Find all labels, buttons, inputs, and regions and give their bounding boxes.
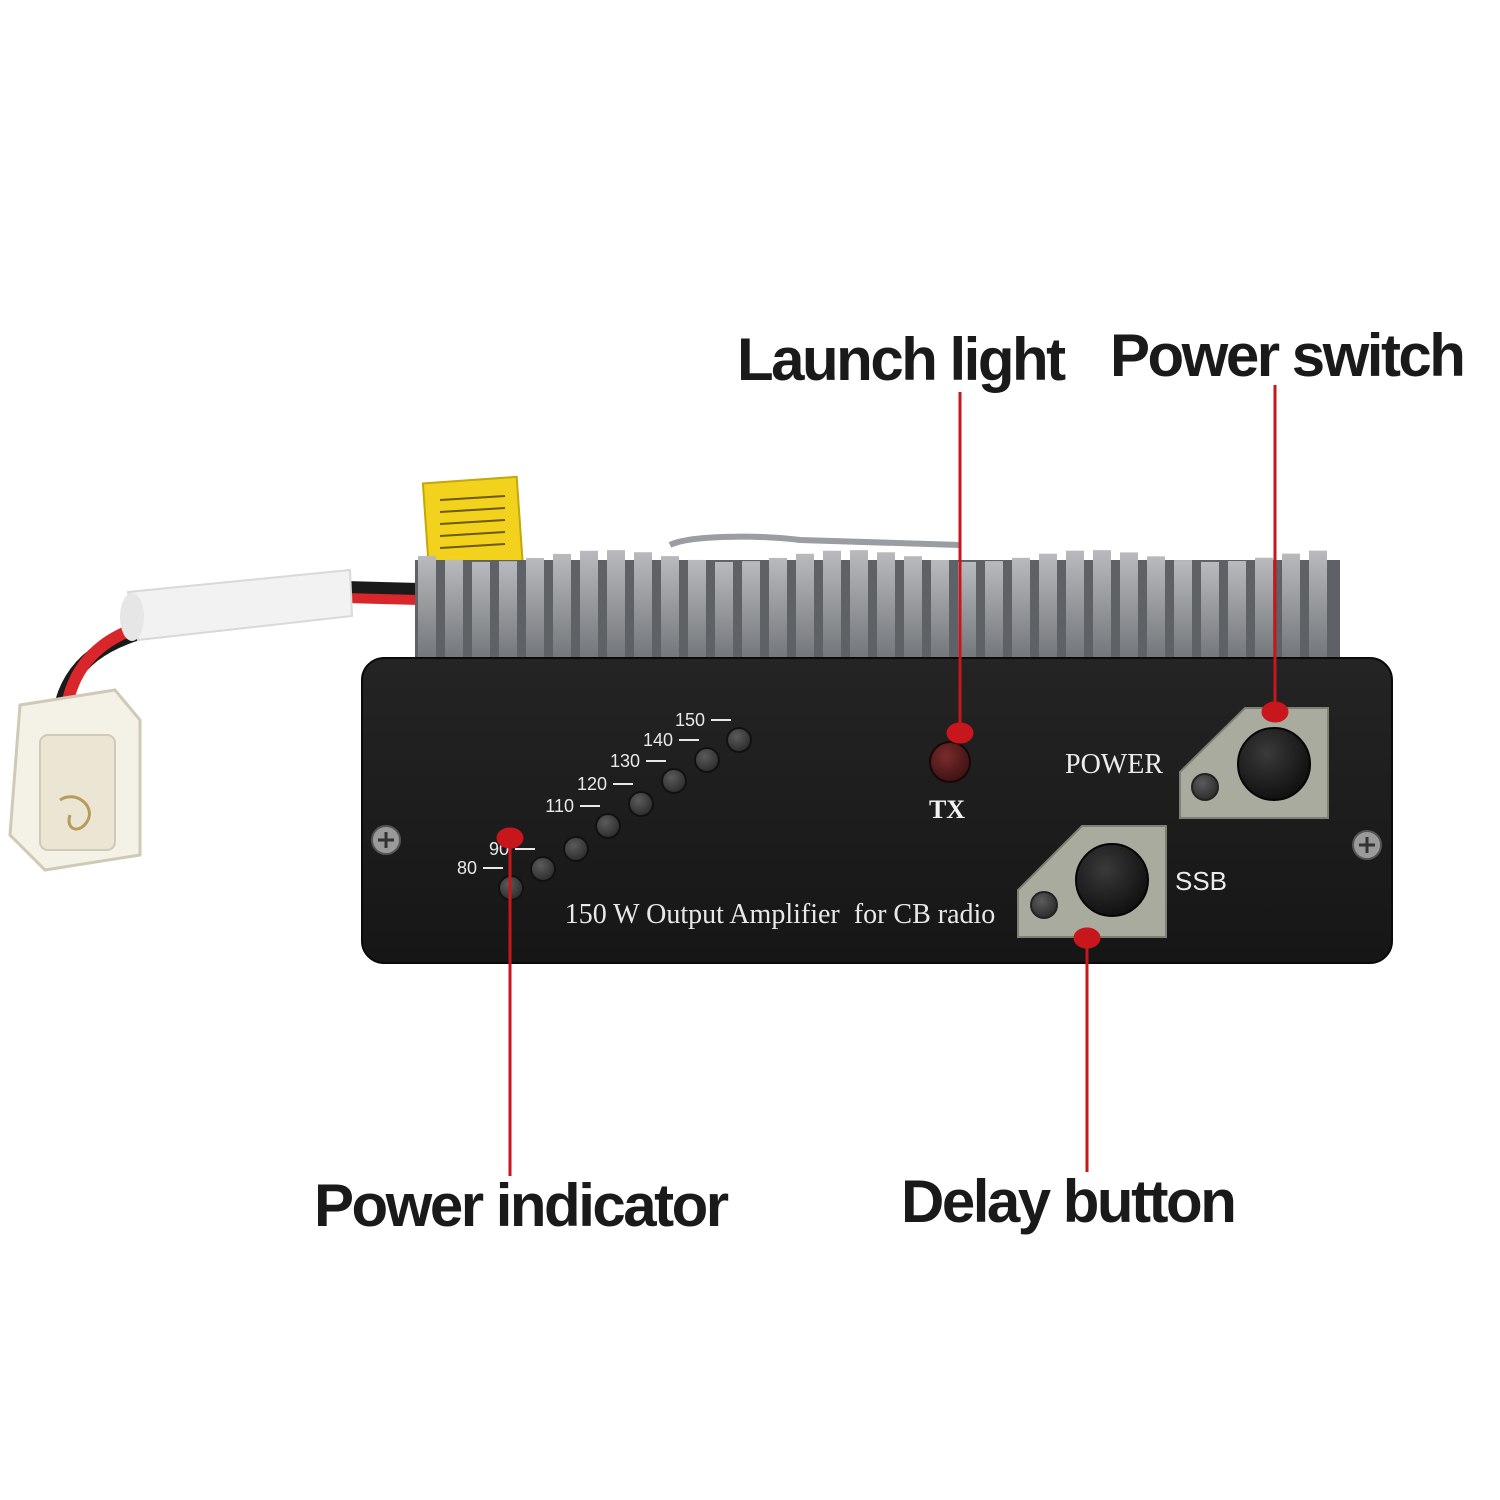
heatsink-fin: [1147, 556, 1165, 668]
leader-lines: [496, 385, 1289, 1176]
heatsink-fin: [985, 561, 1003, 668]
power-label: POWER: [1065, 749, 1163, 780]
meter-scale-label: 80: [457, 858, 477, 878]
meter-led: [530, 856, 556, 882]
power-indicator-callout: Power indicator: [314, 1172, 729, 1239]
power-connector: [8, 688, 142, 872]
power-button[interactable]: [1237, 727, 1311, 801]
heatsink-fin: [1282, 553, 1300, 668]
heatsink-fin: [526, 558, 544, 668]
meter-scale-label: 140: [643, 730, 673, 750]
meter-scale-label: 150: [675, 710, 705, 730]
heatsink-fin: [418, 556, 436, 668]
fuse-holder: [126, 568, 354, 642]
meter-scale-label: 130: [610, 751, 640, 771]
meter-led: [726, 727, 752, 753]
meter-led: [595, 813, 621, 839]
heatsink-fin: [1228, 561, 1246, 668]
delay-button-leader-dot: [1073, 927, 1101, 949]
heatsink-fin: [877, 552, 895, 668]
heatsink-fin: [1255, 557, 1273, 668]
right-screw: [1352, 830, 1382, 860]
heatsink-fin: [931, 560, 949, 668]
heatsink-fin: [634, 552, 652, 668]
heatsink-fin: [1066, 550, 1084, 668]
power-indicator-leader-dot: [496, 827, 524, 849]
heatsink-fin: [1012, 557, 1030, 668]
heatsink-fin: [580, 550, 598, 668]
heatsink-fin: [742, 561, 760, 668]
tx-led: [929, 741, 971, 783]
power-led: [1191, 773, 1219, 801]
meter-scale-label: 110: [545, 796, 574, 816]
heatsink-fin: [715, 561, 733, 668]
heatsink-fin: [472, 561, 490, 668]
heatsink-fin: [445, 559, 463, 668]
heatsink-fin: [553, 553, 571, 668]
heatsink-fin: [1201, 561, 1219, 668]
heatsink-fin: [688, 559, 706, 668]
ssb-delay-button[interactable]: [1075, 843, 1149, 917]
heatsink-fin: [1120, 552, 1138, 668]
heatsink: [415, 533, 1340, 670]
launch-light-leader-dot: [946, 722, 974, 744]
heatsink-fin: [796, 553, 814, 668]
launch-light-callout: Launch light: [737, 326, 1066, 393]
product-description: 150 W Output Amplifier for CB radio: [565, 899, 996, 930]
power-cable: [53, 568, 421, 712]
heatsink-fin: [1174, 560, 1192, 668]
heatsink-fin: [1039, 553, 1057, 668]
heatsink-fin: [1309, 550, 1327, 668]
heatsink-fin: [823, 550, 841, 668]
meter-led: [628, 791, 654, 817]
meter-led: [563, 836, 589, 862]
heatsink-fin: [769, 557, 787, 668]
heatsink-fin: [904, 556, 922, 668]
ssb-label: SSB: [1175, 866, 1227, 896]
heatsink-fin: [850, 550, 868, 668]
delay-button-callout: Delay button: [901, 1168, 1237, 1235]
ssb-led: [1030, 891, 1058, 919]
meter-led: [661, 768, 687, 794]
heatsink-fin: [661, 556, 679, 668]
meter-led: [694, 747, 720, 773]
heatsink-fin: [958, 561, 976, 668]
meter-scale-label: 120: [577, 774, 607, 794]
power-switch-leader-dot: [1261, 701, 1289, 723]
tx-label: TX: [929, 795, 965, 824]
power-switch-callout: Power switch: [1110, 322, 1466, 389]
heatsink-fin: [499, 561, 517, 668]
left-screw: [371, 825, 401, 855]
heatsink-fin: [607, 550, 625, 668]
heatsink-fin: [1093, 550, 1111, 668]
